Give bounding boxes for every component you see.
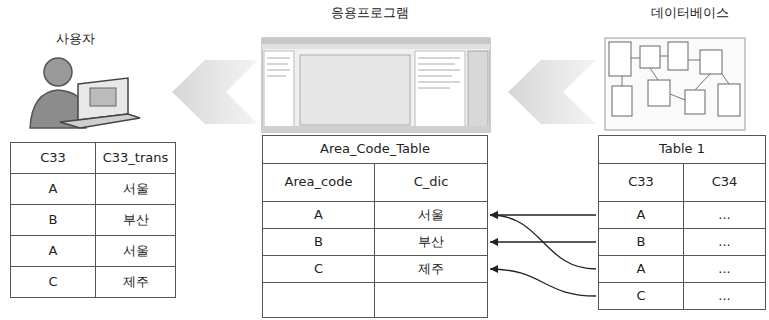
cell-text: 제주 <box>418 262 444 276</box>
table-cell: 서울 <box>374 201 488 229</box>
table-cell: C <box>598 282 684 310</box>
table-cell: A <box>10 173 96 205</box>
cell-text: A <box>49 182 58 196</box>
cell-text: Area_code <box>285 175 353 189</box>
empty-table-cell <box>263 283 375 318</box>
lookup-arrow <box>490 269 596 296</box>
flow-arrow <box>508 60 596 124</box>
cell-text: 서울 <box>123 182 149 196</box>
cell-text: Table 1 <box>659 142 705 156</box>
table-cell: ... <box>683 201 766 229</box>
application-screenshot <box>262 38 490 132</box>
table-cell: A <box>598 255 684 283</box>
column-heading: 데이터베이스 <box>651 4 729 22</box>
cell-text: 제주 <box>123 275 149 289</box>
cell-text: ... <box>718 235 730 249</box>
table-cell: 부산 <box>95 204 176 236</box>
cell-text: 부산 <box>418 235 444 249</box>
cell-text: A <box>49 244 58 258</box>
table-cell: B <box>262 228 375 256</box>
cell-text: C33_trans <box>103 151 169 165</box>
table-cell: Area_code <box>262 163 375 202</box>
user-icon <box>30 58 140 128</box>
cell-text: 서울 <box>123 244 149 258</box>
table-cell: C <box>10 266 96 298</box>
table-cell: C33 <box>10 142 96 174</box>
cell-text: 부산 <box>123 213 149 227</box>
table-cell: C33 <box>598 163 684 202</box>
lookup-arrow <box>490 215 596 269</box>
table-cell: ... <box>683 282 766 310</box>
table-cell: ... <box>683 228 766 256</box>
table-cell: C_dic <box>374 163 488 202</box>
column-heading: 사용자 <box>56 30 95 48</box>
table-cell: 서울 <box>95 173 176 205</box>
cell-text: A <box>637 262 646 276</box>
table-cell: B <box>10 204 96 236</box>
table-cell: A <box>598 201 684 229</box>
cell-text: ... <box>718 208 730 222</box>
cell-text: B <box>314 235 323 249</box>
cell-text: C_dic <box>414 175 449 189</box>
table-cell: C <box>262 255 375 283</box>
cell-text: C <box>48 275 57 289</box>
cell-text: C34 <box>712 175 738 189</box>
cell-text: C33 <box>40 151 66 165</box>
table-cell: 제주 <box>374 255 488 283</box>
cell-text: C <box>314 262 323 276</box>
table-cell: Table 1 <box>598 135 766 164</box>
cell-text: A <box>637 208 646 222</box>
table-cell: C33_trans <box>95 142 176 174</box>
table-cell: 부산 <box>374 228 488 256</box>
column-heading: 응용프로그램 <box>331 4 409 22</box>
table-cell: A <box>10 235 96 267</box>
cell-text: 서울 <box>418 208 444 222</box>
table-cell: C34 <box>683 163 766 202</box>
table-cell: 서울 <box>95 235 176 267</box>
cell-text: A <box>314 208 323 222</box>
database-schema <box>605 38 745 130</box>
cell-text: B <box>49 213 58 227</box>
cell-text: B <box>637 235 646 249</box>
table-cell: ... <box>683 255 766 283</box>
cell-text: ... <box>718 262 730 276</box>
cell-text: ... <box>718 289 730 303</box>
lookup-arrow <box>490 214 596 215</box>
cell-text: Area_Code_Table <box>320 142 430 156</box>
flow-arrow <box>172 60 258 124</box>
cell-text: C33 <box>628 175 654 189</box>
table-cell: A <box>262 201 375 229</box>
table-cell: 제주 <box>95 266 176 298</box>
table-cell: Area_Code_Table <box>262 135 488 164</box>
empty-table-cell <box>375 283 488 318</box>
cell-text: C <box>636 289 645 303</box>
table-cell: B <box>598 228 684 256</box>
